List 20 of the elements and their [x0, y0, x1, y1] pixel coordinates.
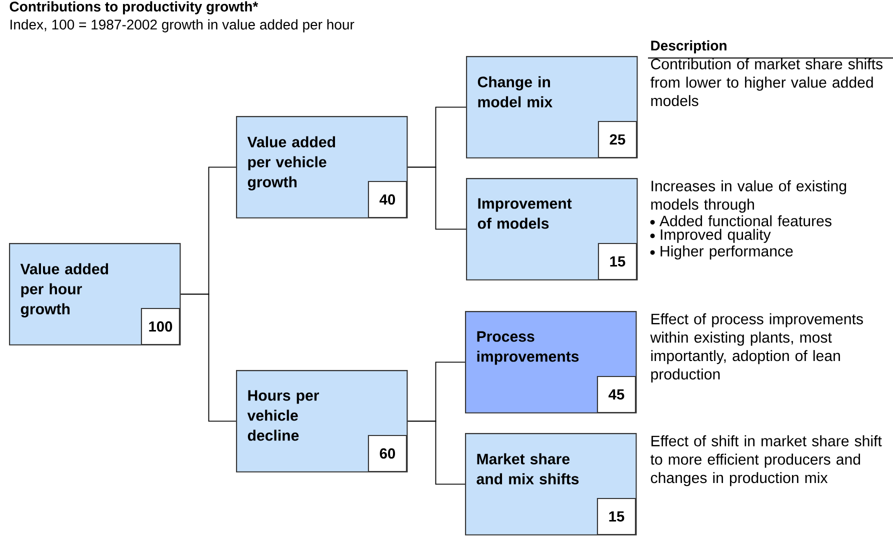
description-text: Contribution of market share shifts from lower to higher value added models	[650, 58, 882, 106]
bullet-item: Higher performance	[650, 245, 793, 260]
value-box: 15	[596, 498, 636, 535]
title: Contributions to productivity growth*	[10, 1, 258, 14]
value-box: 15	[598, 242, 637, 280]
value-box: 45	[596, 376, 636, 413]
column-heading: Description	[651, 40, 726, 54]
value-box: 40	[368, 180, 407, 218]
value-box: 60	[368, 434, 407, 472]
value-box: 25	[598, 120, 637, 158]
bullet-item: Added functional features	[650, 215, 832, 226]
subtitle: Index, 100 = 1987-2002 growth in value added per hour	[10, 19, 354, 32]
description-text: Effect of process improvements within existing plants, most importantly, adoption of lean production	[650, 313, 863, 382]
connector	[407, 420, 466, 485]
description-text: Increases in value of existing models through	[651, 180, 846, 213]
bullet-item: Improved quality	[650, 228, 771, 243]
value-box: 100	[140, 308, 180, 345]
description-text: Effect of shift in market share shift to more efficient producers and changes in production mix	[650, 435, 882, 486]
connector	[180, 294, 236, 422]
connector	[407, 166, 466, 230]
